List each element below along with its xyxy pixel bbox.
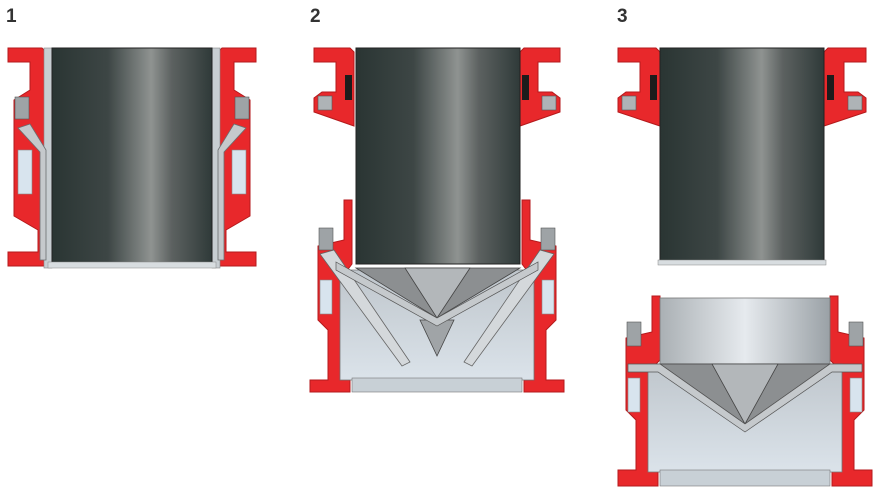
bottom-ring (659, 469, 831, 487)
lower-right-bolt (540, 227, 556, 251)
bottom-ring (351, 377, 523, 393)
upper-right-seal (827, 75, 834, 100)
left-petal-arm (319, 249, 411, 367)
lower-left-bolt (318, 227, 334, 251)
petal-band (627, 363, 863, 433)
right-bolt (234, 96, 250, 120)
upper-left-seal (345, 75, 352, 100)
panel-1-assembled (7, 47, 257, 269)
right-shear-pin (231, 149, 247, 195)
left-shear-pin (627, 377, 641, 413)
left-shear-pin (319, 279, 333, 315)
panel-2-separating (309, 47, 565, 393)
panel-3-separated (617, 47, 873, 487)
petal-center (711, 363, 779, 425)
right-shear-pin (849, 377, 863, 413)
pipe-bottom-rim (47, 261, 217, 269)
upper-left-bolt (317, 95, 333, 111)
lower-right-bolt (848, 321, 864, 347)
right-petal-arm (217, 123, 247, 261)
upper-right-bolt (847, 95, 863, 111)
left-bolt (14, 96, 30, 120)
pipe (355, 47, 521, 265)
petal-band (335, 261, 539, 327)
pipe (659, 47, 825, 263)
upper-right-bolt (541, 95, 557, 111)
left-shear-pin (17, 149, 33, 195)
right-petal-arm (463, 249, 555, 367)
left-petal-arm (17, 123, 47, 261)
petal-center (404, 267, 471, 319)
right-shear-pin (541, 279, 555, 315)
lower-left-bolt (626, 321, 642, 347)
upper-left-bolt (621, 95, 637, 111)
pipe (51, 47, 213, 267)
pipe-bottom-rim (657, 259, 827, 266)
step-label-2: 2 (310, 6, 321, 27)
upper-left-seal (650, 75, 657, 100)
sleeve (659, 297, 831, 365)
step-label-3: 3 (617, 6, 628, 27)
upper-right-seal (522, 75, 529, 100)
step-label-1: 1 (6, 6, 17, 27)
